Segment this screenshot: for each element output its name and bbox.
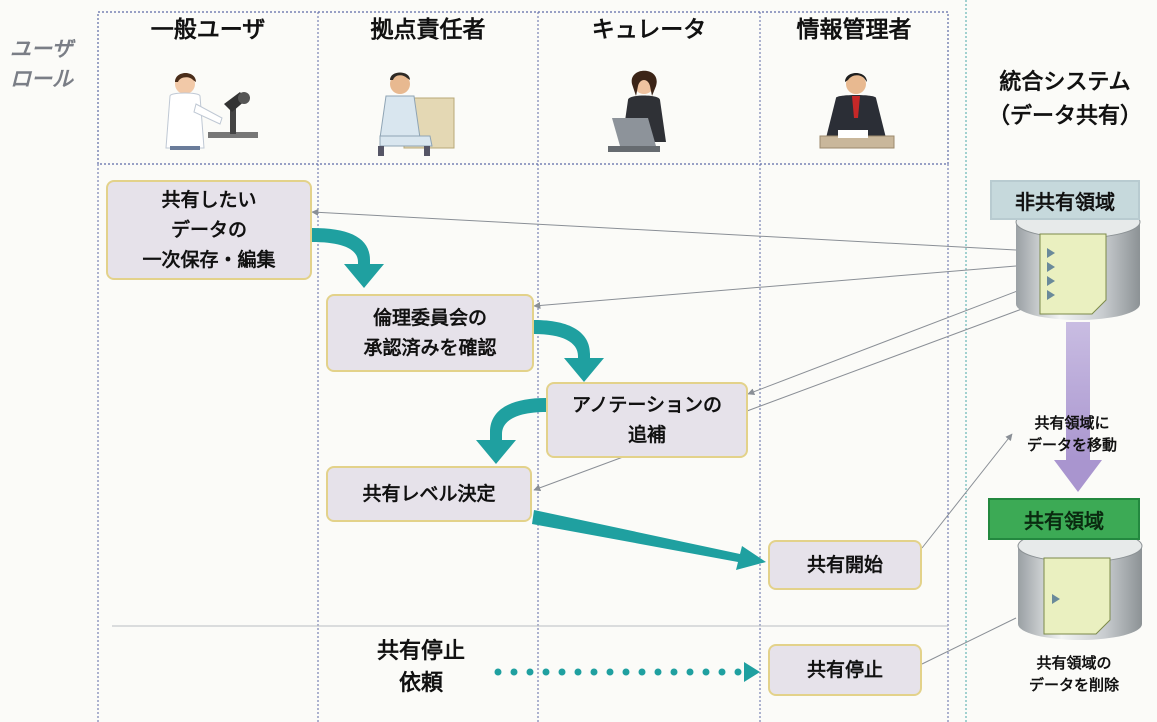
integrated-system-title: 統合システム （データ共有） xyxy=(970,66,1157,134)
integrated-system-title-line2: （データ共有） xyxy=(987,104,1142,129)
businessman-desk-icon xyxy=(819,73,895,149)
step-save-edit: 共有したい データの 一次保存・編集 xyxy=(106,180,312,280)
teal-flow-arrow xyxy=(312,228,384,288)
column-title-site-manager: 拠点責任者 xyxy=(370,17,486,43)
teal-flow-arrow xyxy=(476,398,546,464)
move-to-shared-arrow xyxy=(1054,322,1102,492)
stop-request-arrow xyxy=(494,662,760,682)
shared-database-icon xyxy=(1017,529,1143,640)
column-title-curator: キュレータ xyxy=(591,17,707,43)
db-link-arrows xyxy=(311,208,1031,665)
move-data-note: 共有領域に データを移動 xyxy=(1026,414,1117,454)
delete-data-note: 共有領域の データを削除 xyxy=(1028,654,1119,694)
non-shared-area-label: 非共有領域 xyxy=(990,180,1140,220)
role-header-box xyxy=(97,11,949,165)
non-shared-database-icon xyxy=(1015,205,1141,320)
stop-request-label: 共有停止 依頼 xyxy=(376,639,465,696)
teal-flow-arrow xyxy=(534,320,604,382)
woman-laptop-icon xyxy=(608,70,666,152)
step-ethics-check: 倫理委員会の 承認済みを確認 xyxy=(326,294,534,372)
scientist-microscope-icon xyxy=(165,73,258,150)
step-annotation: アノテーションの 追補 xyxy=(546,382,748,458)
step-share-stop: 共有停止 xyxy=(768,644,922,696)
teal-flow-arrow xyxy=(532,510,766,570)
user-role-label: ユーザ ロール xyxy=(10,37,73,91)
column-title-info-manager: 情報管理者 xyxy=(796,17,912,43)
shared-area-label: 共有領域 xyxy=(988,498,1140,540)
step-share-level: 共有レベル決定 xyxy=(326,466,532,522)
column-title-general-user: 一般ユーザ xyxy=(150,17,266,43)
doctor-seated-icon xyxy=(378,72,455,156)
step-share-start: 共有開始 xyxy=(768,540,922,590)
integrated-system-title-line1: 統合システム xyxy=(999,70,1131,95)
